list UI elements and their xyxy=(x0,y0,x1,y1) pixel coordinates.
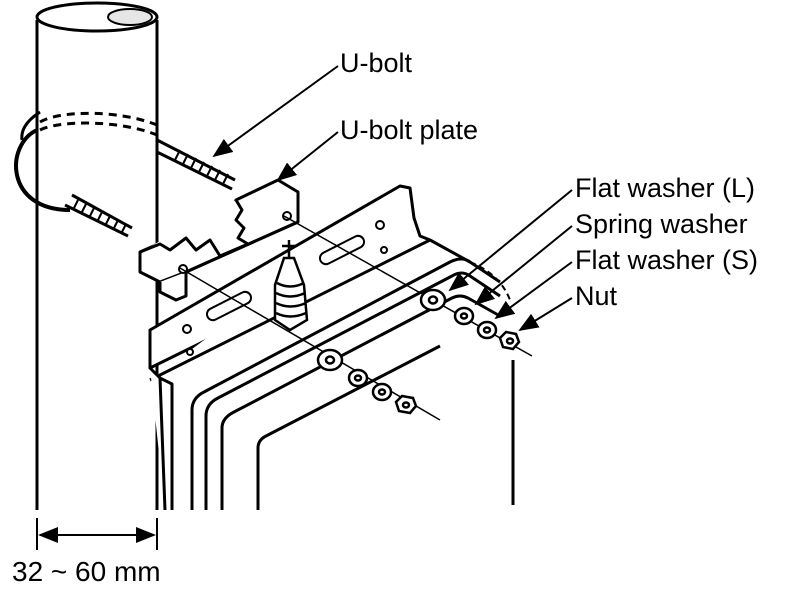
leader-u-bolt xyxy=(212,65,339,158)
u-bolt-plate xyxy=(138,178,300,302)
u-bolt-threads xyxy=(72,149,229,235)
hardware-set-upper xyxy=(419,288,521,351)
leader-flat-washer-small xyxy=(494,261,573,320)
leader-spring-washer xyxy=(474,225,573,306)
label-flat-washer-small: Flat washer (S) xyxy=(575,245,759,275)
leader-flat-washer-large xyxy=(448,189,573,292)
label-u-bolt: U-bolt xyxy=(340,48,413,78)
hardware-set-lower xyxy=(316,348,418,415)
pipe-diameter-label: 32 ~ 60 mm xyxy=(12,556,161,587)
label-flat-washer-large: Flat washer (L) xyxy=(575,173,756,203)
bracket-slots xyxy=(182,220,388,356)
label-spring-washer: Spring washer xyxy=(575,209,748,239)
enclosure-hidden-edge xyxy=(469,261,511,301)
leader-u-bolt-plate xyxy=(276,131,339,182)
pipe-diameter-dimension xyxy=(36,518,158,550)
bracket-bolt xyxy=(273,240,309,332)
label-nut: Nut xyxy=(575,281,618,311)
label-u-bolt-plate: U-bolt plate xyxy=(340,115,479,145)
mounting-pole xyxy=(35,1,159,510)
leader-lines xyxy=(212,65,573,332)
u-bolt xyxy=(14,110,236,238)
leader-nut xyxy=(518,297,573,332)
